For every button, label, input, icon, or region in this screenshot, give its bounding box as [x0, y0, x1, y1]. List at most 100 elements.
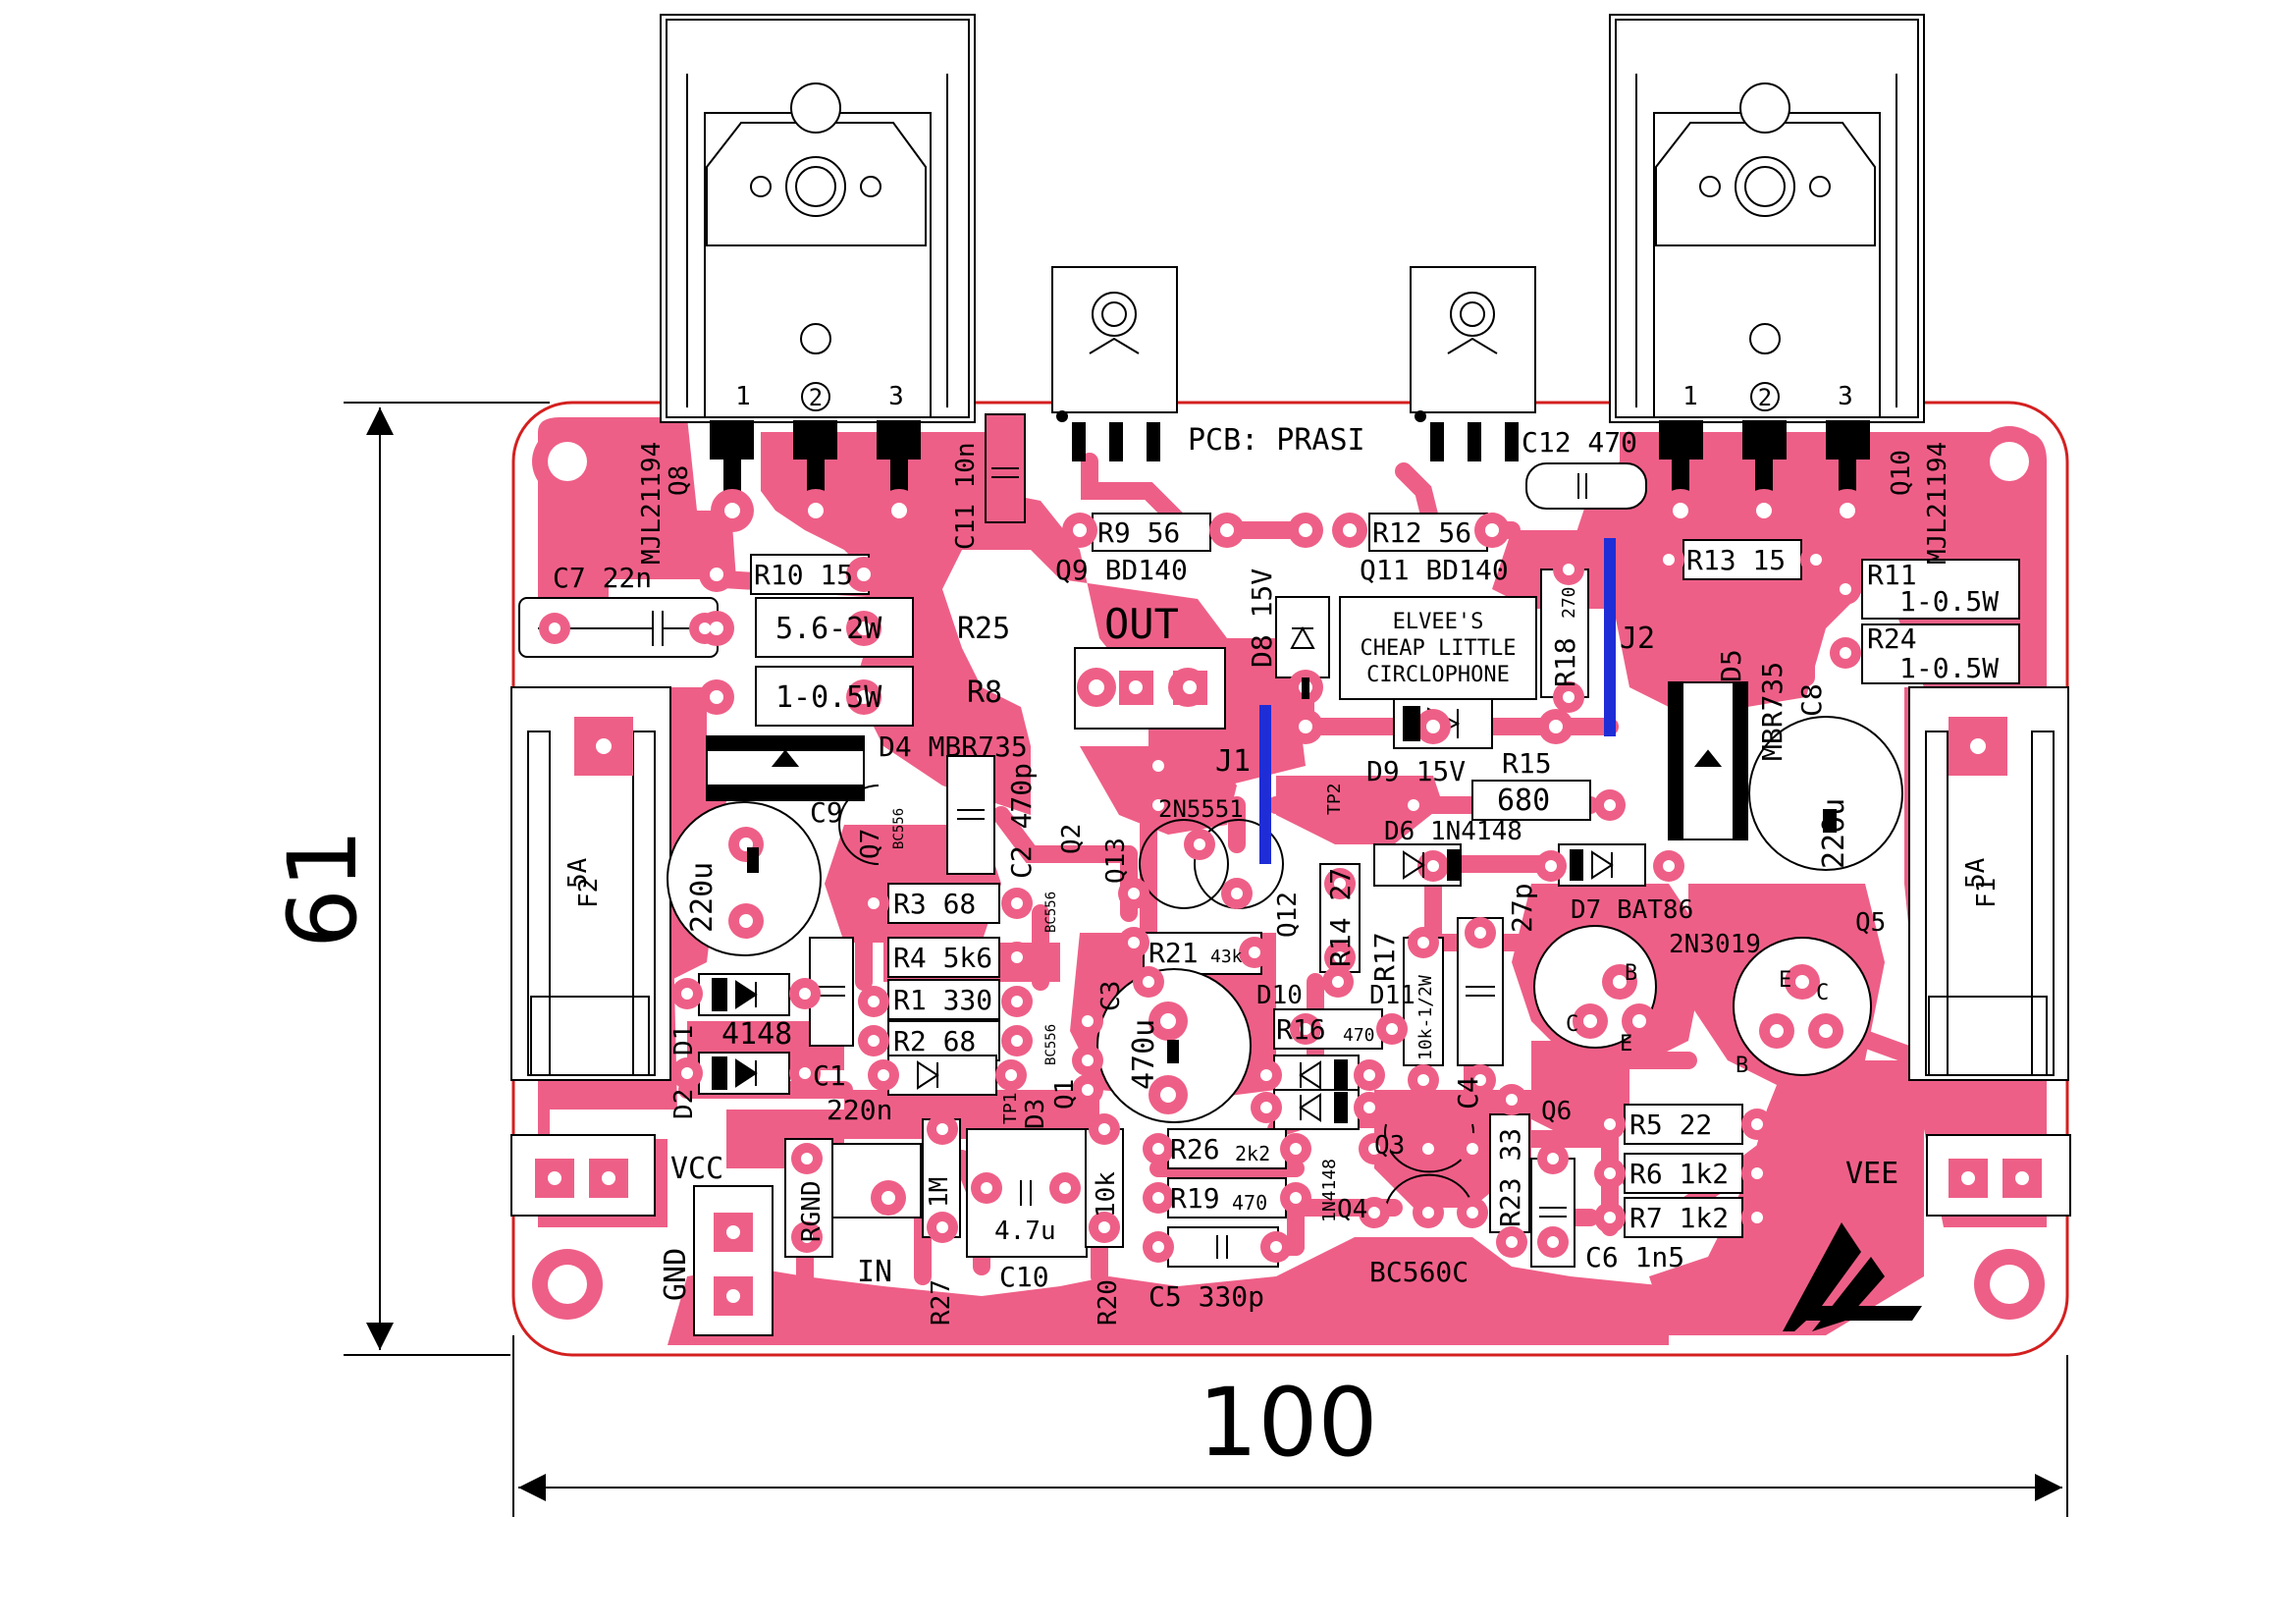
silkscreen	[510, 413, 2071, 1336]
r21-value: 43k	[1210, 947, 1243, 967]
q9-label: Q9 BD140	[1055, 554, 1188, 586]
q5-pin-e: E	[1779, 968, 1791, 993]
r27-value: 1M	[925, 1177, 954, 1208]
c10-value: 4.7u	[994, 1217, 1056, 1246]
r24-label: R24	[1867, 623, 1917, 655]
c8-value: 220u	[1817, 798, 1851, 869]
d3-label: D3	[1021, 1099, 1050, 1129]
r16-label: R16	[1276, 1013, 1326, 1046]
r11-label: R11	[1867, 559, 1917, 591]
dimension-width: 100	[512, 1335, 2068, 1517]
f2-value: 5A	[563, 857, 593, 889]
r19-value: 470	[1232, 1191, 1267, 1215]
r24-value: 1-0.5W	[1899, 652, 1999, 684]
c6-label: C6 1n5	[1585, 1241, 1684, 1273]
r7-label: R7 1k2	[1629, 1202, 1729, 1234]
r27-label: R27	[927, 1279, 956, 1326]
r8-label: R8	[967, 676, 1002, 710]
d5-label: D5	[1715, 649, 1747, 682]
d8-label: D8 15V	[1246, 568, 1278, 668]
r18-value: 270	[1559, 586, 1579, 619]
q13-part: 2N5551	[1158, 795, 1244, 823]
in-label: IN	[857, 1255, 892, 1289]
d1-label: D1	[669, 1025, 699, 1056]
c1-label: C1	[813, 1059, 846, 1092]
labels: PCB: PRASI Q8 MJL21194 Q10 MJL21194 C11 …	[553, 423, 2002, 1326]
q8-part: MJL21194	[637, 442, 667, 565]
r8-value: 1-0.5W	[775, 680, 882, 715]
company-logo	[1783, 1222, 1922, 1331]
transistor-pads	[710, 420, 1870, 491]
r4-label: R4 5k6	[893, 942, 992, 974]
q8-pin2-circle	[801, 382, 830, 411]
q2-label: Q2	[1057, 824, 1087, 854]
q6-pin-e: E	[1620, 1032, 1632, 1056]
r15-label: R15	[1502, 747, 1552, 780]
q10-part: MJL21194	[1923, 442, 1952, 565]
c9-value: 220u	[685, 862, 720, 933]
r5-label: R5 22	[1629, 1109, 1712, 1141]
c4-value: 27p	[1506, 883, 1538, 933]
logo-line-2: CHEAP LITTLE	[1361, 636, 1517, 661]
r20-label: R20	[1094, 1279, 1123, 1326]
q34-part: BC560C	[1369, 1256, 1468, 1288]
q8-pin2: 2	[809, 384, 823, 411]
r17-label: R17	[1368, 932, 1401, 982]
pads	[535, 513, 2042, 1316]
q8-pin3: 3	[888, 382, 904, 411]
f2-label: F2	[574, 878, 604, 908]
r11-value: 1-0.5W	[1899, 585, 1999, 618]
q5-pin-c: C	[1816, 981, 1829, 1005]
d7-label: D7 BAT86	[1571, 895, 1693, 925]
tp2-label: TP2	[1324, 783, 1345, 815]
q6-label: Q6	[1541, 1097, 1572, 1126]
r12-label: R12 56	[1372, 516, 1471, 549]
c10-label: C10	[999, 1261, 1049, 1293]
q10-pin2-circle	[1750, 382, 1780, 411]
q1-label: Q1	[1050, 1079, 1080, 1110]
transistor-q9-outline	[1051, 266, 1178, 413]
d10-label: D10	[1256, 981, 1303, 1010]
q7-part: BC556	[891, 808, 907, 849]
r9-label: R9 56	[1097, 516, 1180, 549]
f1-label: F1	[1972, 878, 2002, 908]
q5-pin-b: B	[1735, 1054, 1748, 1078]
logo-line-3: CIRCLOPHONE	[1366, 663, 1510, 687]
q12-label: Q12	[1273, 892, 1303, 938]
c4-label: C4	[1452, 1076, 1484, 1110]
mounting-hole-tr	[1974, 426, 2045, 497]
r3-label: R3 68	[893, 888, 976, 920]
mounting-holes	[532, 426, 2045, 1320]
r26-value: 2k2	[1235, 1142, 1270, 1165]
r18-label: R18	[1549, 637, 1581, 687]
vcc-label: VCC	[670, 1152, 723, 1186]
bd140-pads	[1056, 410, 1519, 461]
q4-label: Q4	[1337, 1195, 1367, 1224]
j1-label: J1	[1215, 744, 1251, 779]
q11-label: Q11 BD140	[1360, 554, 1509, 586]
d6-label: D6 1N4148	[1384, 817, 1522, 846]
r26-label: R26	[1170, 1133, 1220, 1165]
mounting-hole-tl	[532, 426, 603, 497]
q10-pin3: 3	[1838, 382, 1853, 411]
transistor-q10-outline	[1609, 14, 1925, 423]
r1-label: R1 330	[893, 984, 992, 1016]
c11-label: C11 10n	[951, 442, 981, 550]
q10-name: Q10	[1887, 450, 1916, 496]
r13-label: R13 15	[1686, 544, 1786, 576]
vee-label: VEE	[1845, 1157, 1898, 1191]
logo-line-1: ELVEE'S	[1393, 610, 1484, 634]
diode-glyphs	[712, 677, 1837, 1123]
r14-label: R14 27	[1324, 868, 1357, 967]
d2-label: D2	[669, 1089, 699, 1119]
c3-value: 470u	[1127, 1019, 1161, 1090]
r6-label: R6 1k2	[1629, 1158, 1729, 1190]
q3-label: Q3	[1374, 1131, 1405, 1161]
rgnd-label: RGND	[797, 1180, 827, 1242]
r25-value: 5.6-2W	[775, 612, 882, 646]
mounting-hole-br	[1974, 1249, 2045, 1320]
r2-label: R2 68	[893, 1025, 976, 1057]
d11-label: D11	[1369, 981, 1415, 1010]
d9-label: D9 15V	[1366, 755, 1466, 787]
